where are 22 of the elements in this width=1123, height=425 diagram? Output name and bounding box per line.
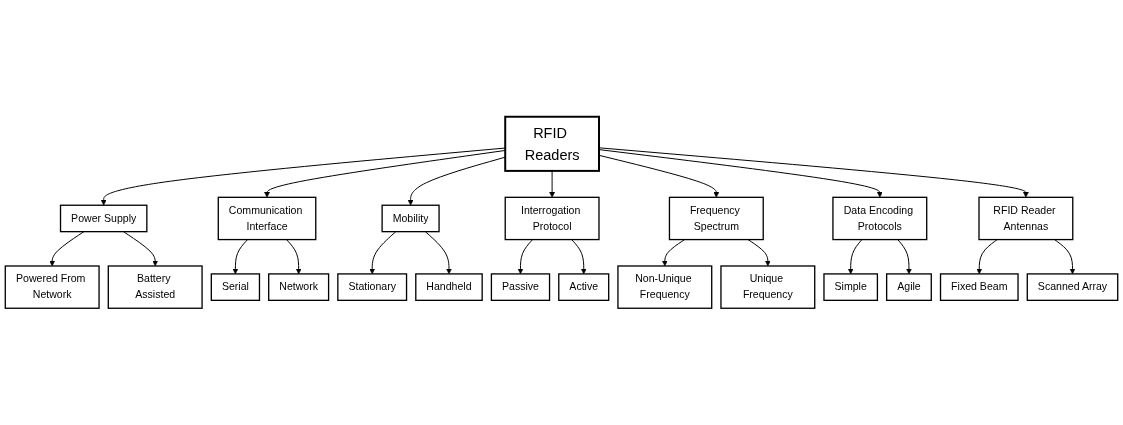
- node-box: Simple: [823, 273, 879, 301]
- node-box: Serial: [210, 273, 261, 301]
- node-box: Stationary: [337, 273, 408, 301]
- node-box: Fixed Beam: [939, 273, 1019, 301]
- node-box: Unique Frequency: [720, 265, 816, 309]
- node-box: Interrogation Protocol: [504, 196, 600, 241]
- node-box: Handheld: [415, 273, 483, 301]
- node-box: Scanned Array: [1026, 273, 1119, 301]
- node-box: Agile: [886, 273, 932, 301]
- node-box: Passive: [490, 273, 551, 301]
- node-box: Data Encoding Protocols: [832, 196, 928, 241]
- node-box: RFID Readers: [504, 115, 600, 172]
- node-box: Network: [268, 273, 330, 301]
- node-box: Mobility: [381, 204, 440, 233]
- node-box: Communication Interface: [217, 196, 317, 241]
- node-box: Non-Unique Frequency: [617, 265, 713, 309]
- node-box: Frequency Spectrum: [668, 196, 764, 241]
- node-box: Battery Assisted: [107, 265, 203, 309]
- node-box: Active: [558, 273, 610, 301]
- node-box: Power Supply: [59, 204, 148, 233]
- node-box: Powered From Network: [4, 265, 100, 309]
- node-box: RFID Reader Antennas: [978, 196, 1074, 241]
